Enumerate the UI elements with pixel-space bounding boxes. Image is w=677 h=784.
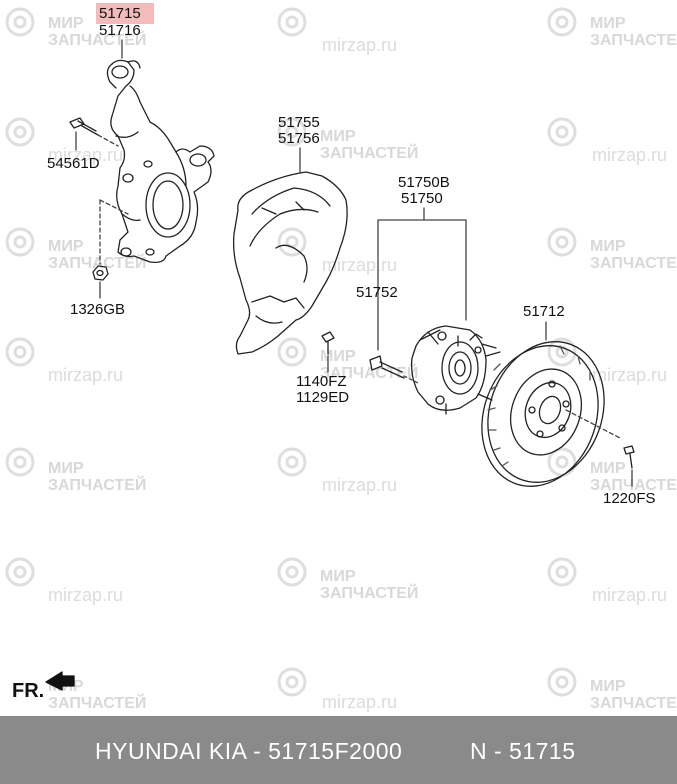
callout-knuckle-top: 51715 xyxy=(99,5,141,22)
callout-hub-top: 51750B xyxy=(398,174,450,191)
exploded-view-drawing xyxy=(5,7,635,697)
hub-bearing xyxy=(410,325,501,415)
callout-disc: 51712 xyxy=(523,303,565,320)
screw-1140FZ xyxy=(321,331,335,355)
callout-stud: 51752 xyxy=(356,284,398,301)
watermark-url: mirzap.ru xyxy=(48,365,124,385)
brake-disc xyxy=(481,341,605,487)
watermark-url: mirzap.ru xyxy=(592,585,668,605)
watermark-url: mirzap.ru xyxy=(592,365,668,385)
watermark-pin-icons xyxy=(5,7,577,697)
watermark-url: mirzap.ru xyxy=(322,692,398,712)
bolt-54561D xyxy=(69,117,99,136)
footer-reference: N - 51715 xyxy=(470,738,576,764)
callout-screw-top: 1140FZ xyxy=(296,373,347,390)
watermark-url: mirzap.ru xyxy=(592,145,668,165)
watermark-url: mirzap.ru xyxy=(322,35,398,55)
callout-disc-screw: 1220FS xyxy=(603,490,656,507)
footer-part-number: HYUNDAI KIA - 51715F2000 xyxy=(95,738,403,764)
steering-knuckle xyxy=(106,59,215,264)
callout-hub-bottom: 51750 xyxy=(401,190,443,207)
callout-shield-bottom: 51756 xyxy=(278,130,320,147)
disc-screw xyxy=(623,445,635,469)
dust-shield xyxy=(232,171,348,355)
callout-nut: 1326GB xyxy=(70,301,126,318)
watermark-url: mirzap.ru xyxy=(48,145,124,165)
part-highlight xyxy=(96,3,154,24)
wheel-stud xyxy=(369,355,405,379)
callout-bolt: 54561D xyxy=(47,155,100,172)
callout-knuckle-bottom: 51716 xyxy=(99,22,141,39)
callout-screw-bottom: 1129ED xyxy=(296,389,350,406)
callout-shield-top: 51755 xyxy=(278,114,320,131)
front-direction-label: FR. xyxy=(12,680,45,702)
footer-bar: HYUNDAI KIA - 51715F2000 N - 51715 xyxy=(0,716,677,784)
watermark-url: mirzap.ru xyxy=(48,585,124,605)
front-direction-arrow xyxy=(45,671,75,691)
watermark-url: mirzap.ru xyxy=(322,475,398,495)
nut-1326GB xyxy=(92,265,109,281)
